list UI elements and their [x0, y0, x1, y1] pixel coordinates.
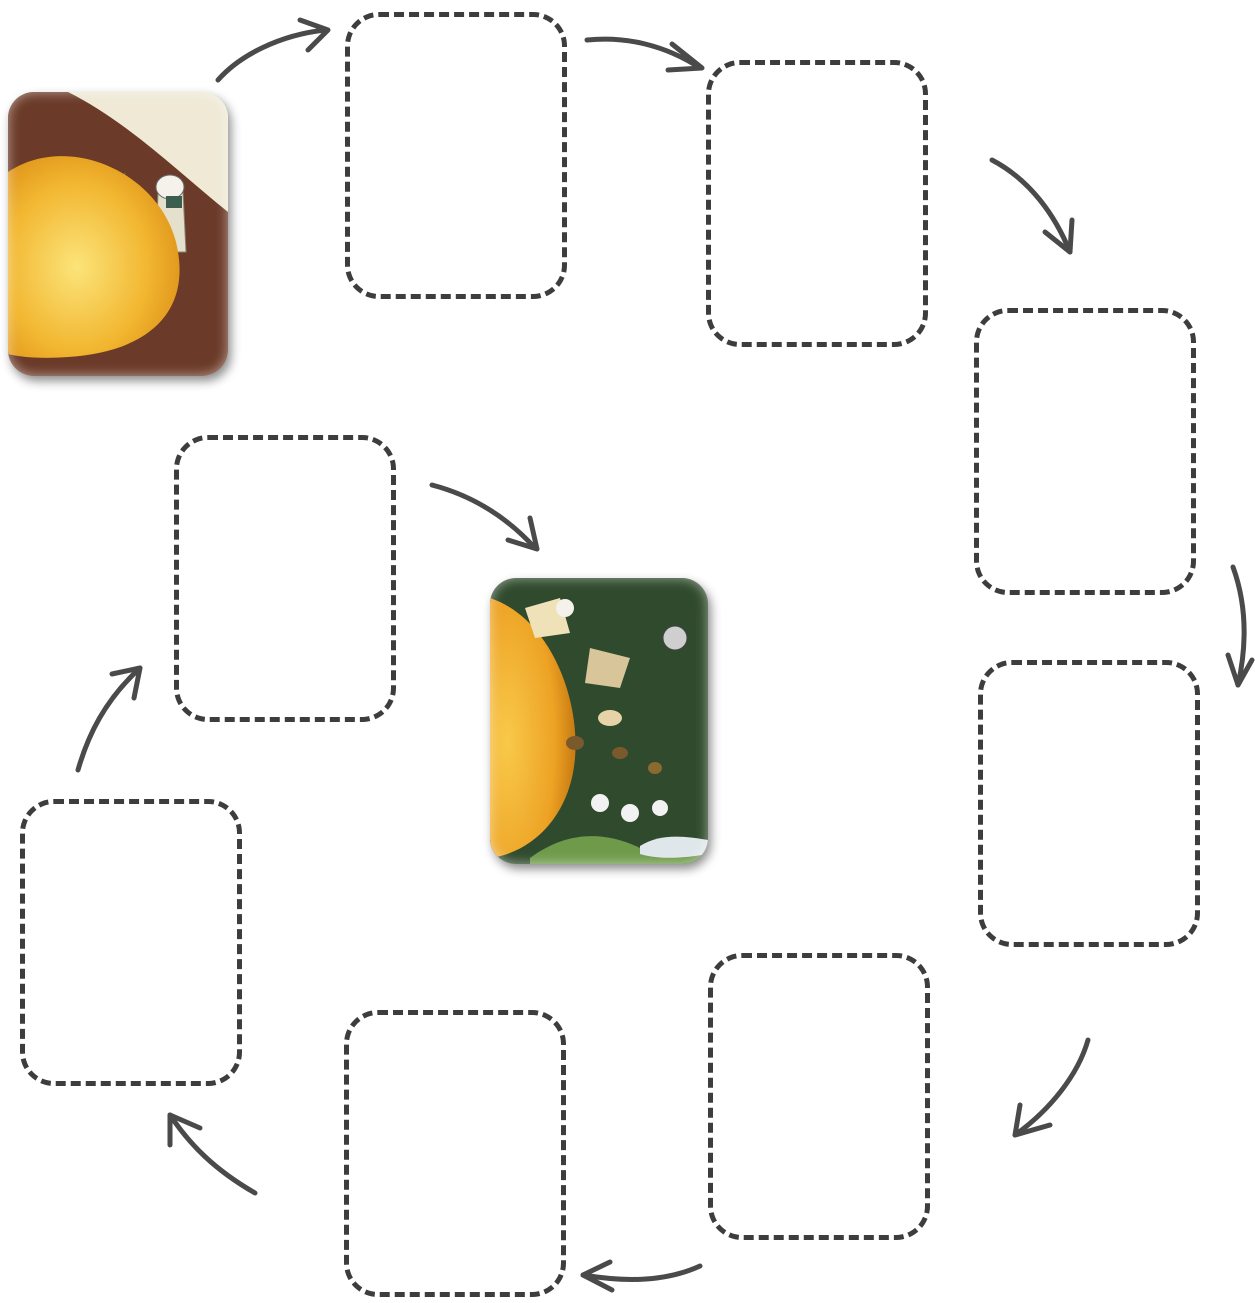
empty-picture-slot-4[interactable]	[978, 660, 1200, 947]
arrow-3-icon	[989, 157, 1075, 255]
empty-picture-slot-2[interactable]	[706, 60, 928, 347]
arrow-2-icon	[584, 36, 705, 73]
empty-picture-slot-5[interactable]	[708, 953, 930, 1240]
empty-picture-slot-8[interactable]	[174, 435, 396, 722]
arrow-6-icon	[580, 1259, 703, 1293]
giant-pumpkin-on-hill-illustration	[8, 92, 228, 376]
start-picture-card	[8, 92, 228, 376]
end-picture-card	[490, 578, 708, 864]
empty-picture-slot-7[interactable]	[20, 799, 242, 1086]
arrow-5-icon	[1012, 1037, 1091, 1138]
arrow-9-icon	[429, 482, 540, 552]
pumpkin-with-falling-animals-illustration	[490, 578, 708, 864]
arrow-1-icon	[215, 17, 331, 83]
arrow-7-icon	[167, 1112, 258, 1196]
arrow-8-icon	[75, 665, 143, 773]
empty-picture-slot-1[interactable]	[345, 12, 567, 299]
empty-picture-slot-3[interactable]	[974, 308, 1196, 595]
arrow-4-icon	[1225, 564, 1255, 688]
empty-picture-slot-6[interactable]	[344, 1010, 566, 1297]
